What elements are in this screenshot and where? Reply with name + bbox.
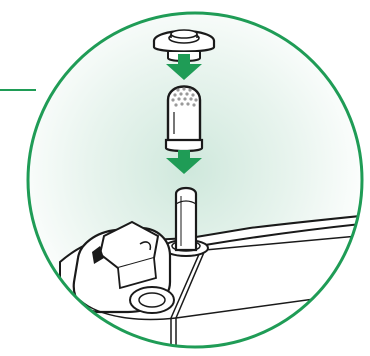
filter-tip-icon	[164, 85, 204, 153]
down-arrow-2-icon	[166, 150, 202, 174]
nozzle-post-icon	[174, 186, 198, 252]
cap-icon	[152, 29, 216, 62]
down-arrow-1-icon	[166, 54, 202, 80]
magnifier-lens-border	[26, 11, 364, 349]
